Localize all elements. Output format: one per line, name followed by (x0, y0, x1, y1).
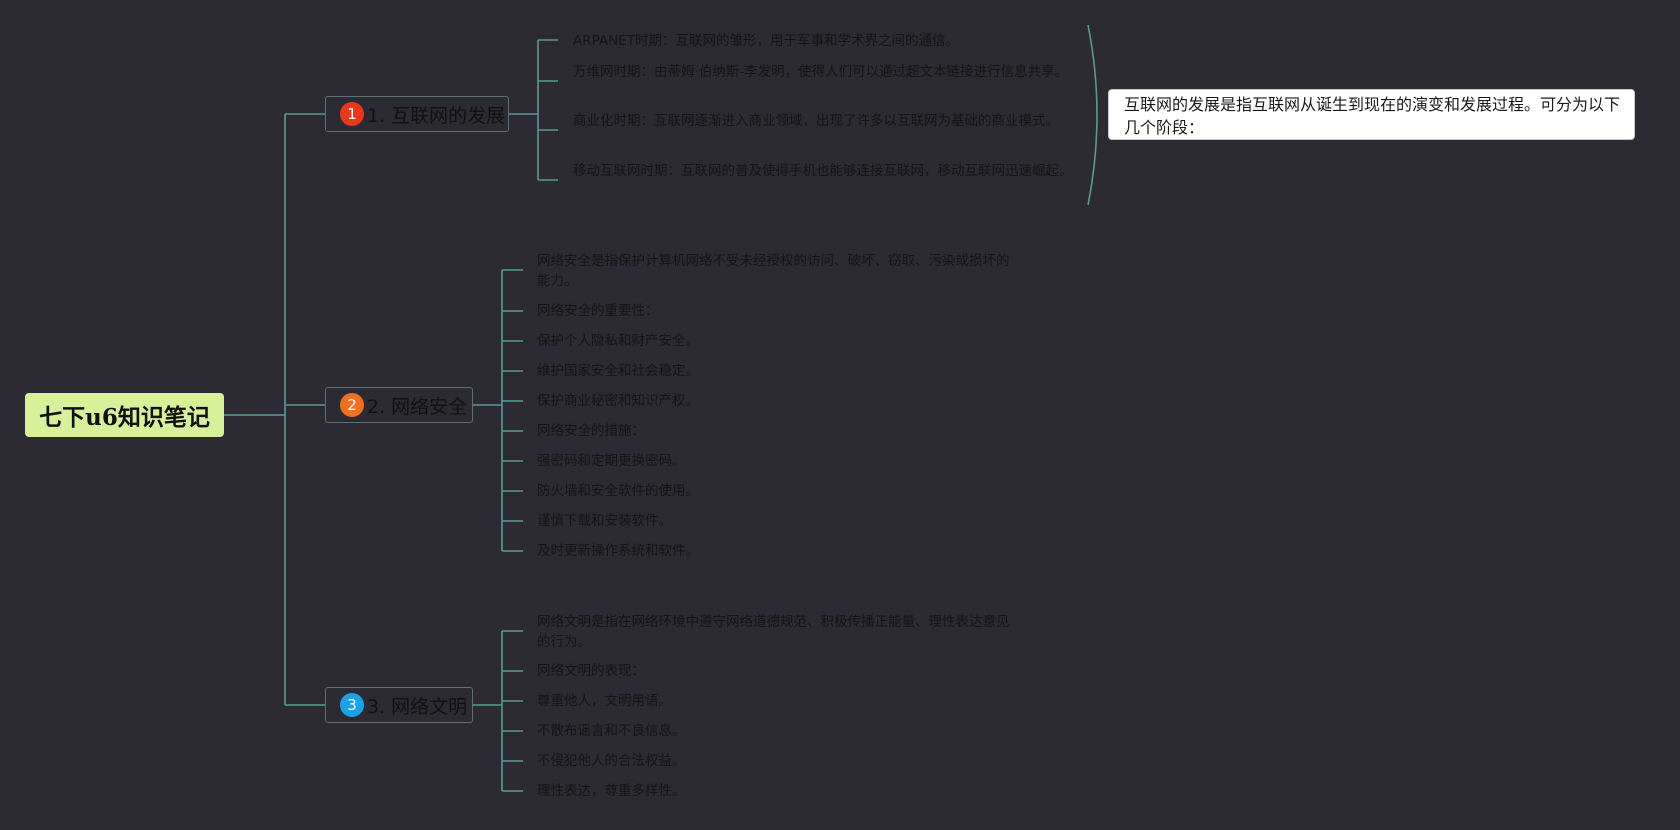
subtopic-trade-secrets[interactable]: 保护商业秘密和知识产权。 (537, 393, 699, 409)
subtopic-careful-downloads[interactable]: 谨慎下载和安装软件。 (537, 513, 672, 529)
subtopic-protect-privacy[interactable]: 保护个人隐私和财产安全。 (537, 333, 699, 349)
topic-network-civility[interactable]: 3 3. 网络文明 (325, 687, 473, 723)
subtopic-security-definition[interactable]: 网络安全是指保护计算机网络不受未经授权的访问、破坏、窃取、污染或损坏的能力。 (537, 253, 1010, 289)
subtopic-respect-others[interactable]: 尊重他人，文明用语。 (537, 693, 672, 709)
subtopic-civility-expressions[interactable]: 网络文明的表现： (537, 663, 645, 679)
subtopic-strong-passwords[interactable]: 强密码和定期更换密码。 (537, 453, 686, 469)
subtopic-rational-expression[interactable]: 理性表达，尊重多样性。 (537, 783, 686, 799)
root-topic[interactable]: 七下u6知识笔记 (25, 393, 224, 437)
topic-label: 2. 网络安全 (367, 395, 468, 418)
subtopic-arpanet[interactable]: ARPANET时期：互联网的雏形，用于军事和学术界之间的通信。 (573, 33, 960, 49)
topic-internet-development[interactable]: 1 1. 互联网的发展 (325, 96, 509, 132)
root-topic-label: 七下u6知识笔记 (39, 404, 210, 431)
subtopic-mobile-internet[interactable]: 移动互联网时期：互联网的普及使得手机也能够连接互联网，移动互联网迅速崛起。 (573, 163, 1073, 179)
topic-label: 1. 互联网的发展 (367, 104, 506, 127)
priority-2-icon: 2 (340, 393, 364, 417)
subtopic-national-security[interactable]: 维护国家安全和社会稳定。 (537, 363, 699, 379)
subtopic-www[interactable]: 万维网时期：由蒂姆·伯纳斯-李发明，使得人们可以通过超文本链接进行信息共享。 (573, 64, 1069, 80)
summary-callout[interactable]: 互联网的发展是指互联网从诞生到现在的演变和发展过程。可分为以下几个阶段： (1108, 89, 1635, 140)
subtopic-security-importance[interactable]: 网络安全的重要性： (537, 303, 659, 319)
topic-network-security[interactable]: 2 2. 网络安全 (325, 387, 473, 423)
subtopic-firewall[interactable]: 防火墙和安全软件的使用。 (537, 483, 699, 499)
priority-3-icon: 3 (340, 693, 364, 717)
subtopic-commercial[interactable]: 商业化时期：互联网逐渐进入商业领域，出现了许多以互联网为基础的商业模式。 (573, 113, 1059, 129)
subtopic-no-infringement[interactable]: 不侵犯他人的合法权益。 (537, 753, 686, 769)
subtopic-updates[interactable]: 及时更新操作系统和软件。 (537, 543, 699, 559)
topic-label: 3. 网络文明 (367, 695, 468, 718)
subtopic-no-rumors[interactable]: 不散布谣言和不良信息。 (537, 723, 686, 739)
subtopic-security-measures[interactable]: 网络安全的措施： (537, 423, 645, 439)
priority-1-icon: 1 (340, 102, 364, 126)
subtopic-civility-definition[interactable]: 网络文明是指在网络环境中遵守网络道德规范、积极传播正能量、理性表达意见的行为。 (537, 614, 1010, 650)
summary-callout-text: 互联网的发展是指互联网从诞生到现在的演变和发展过程。可分为以下几个阶段： (1124, 95, 1621, 137)
